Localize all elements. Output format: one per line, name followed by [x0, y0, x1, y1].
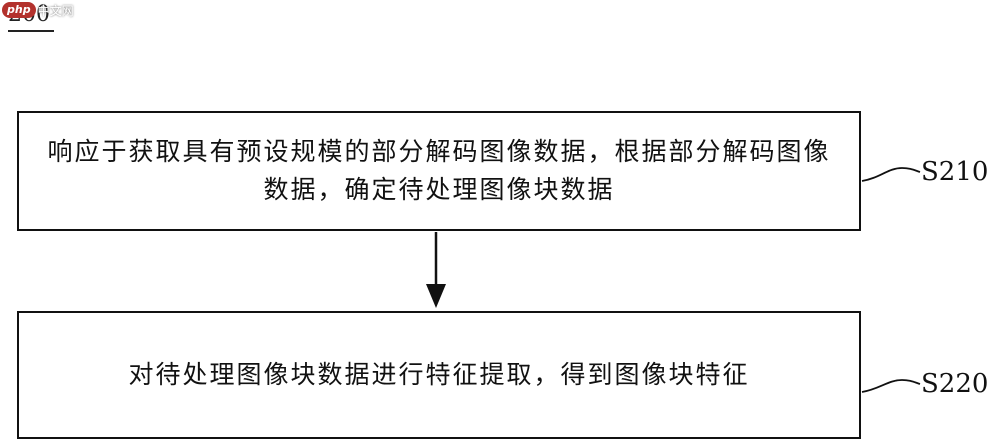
step-label-s220: S220	[921, 369, 989, 399]
leader-line-s220	[861, 379, 921, 393]
step-box-s210: 响应于获取具有预设规模的部分解码图像数据，根据部分解码图像数据，确定待处理图像块…	[17, 111, 861, 231]
leader-line-s210	[861, 167, 921, 182]
step-label-s210: S210	[921, 157, 989, 187]
step-text-s210: 响应于获取具有预设规模的部分解码图像数据，根据部分解码图像数据，确定待处理图像块…	[47, 137, 831, 204]
step-text-s220: 对待处理图像块数据进行特征提取，得到图像块特征	[128, 360, 750, 389]
watermark: php 中文网	[2, 1, 74, 19]
watermark-text: 中文网	[37, 3, 74, 18]
figure-number-underline	[8, 30, 54, 32]
flow-arrow-head	[426, 284, 446, 308]
step-box-s220: 对待处理图像块数据进行特征提取，得到图像块特征	[17, 311, 861, 439]
watermark-logo: php	[2, 2, 36, 18]
